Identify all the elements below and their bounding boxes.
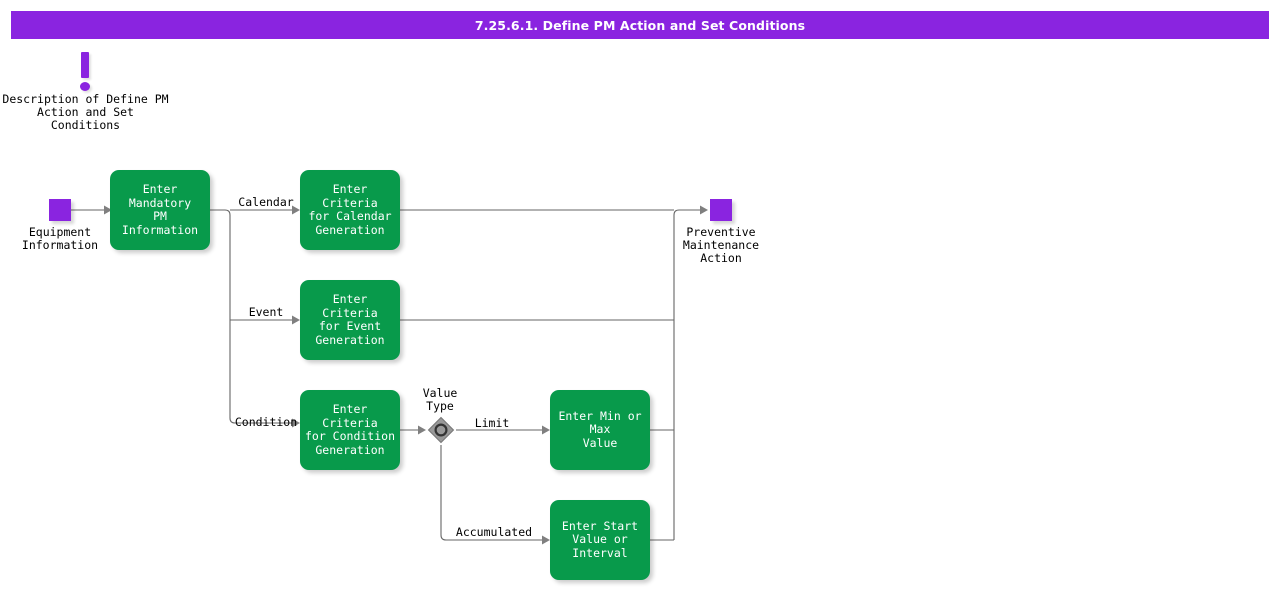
- arrowhead-condition-to-gateway: [418, 425, 426, 435]
- exclamation-icon: [81, 52, 89, 78]
- process-enter-criteria-for-calendar-generation-label: Enter Criteria for Calendar Generation: [308, 182, 392, 237]
- exclamation-dot-icon: [80, 82, 90, 91]
- process-enter-criteria-for-event-generation-label: Enter Criteria for Event Generation: [315, 292, 385, 347]
- arrowhead-gateway-limit: [542, 425, 550, 435]
- arrowhead-branch-event: [292, 315, 300, 325]
- edge-label-event: Event: [248, 305, 284, 319]
- process-enter-mandatory-pm-information[interactable]: Enter Mandatory PM Information: [110, 170, 210, 250]
- edge-mandatory-trunk: [210, 209, 231, 418]
- title-bar: 7.25.6.1. Define PM Action and Set Condi…: [11, 11, 1269, 39]
- terminal-equipment-information-label: Equipment Information: [21, 225, 99, 252]
- process-enter-criteria-for-condition-generation[interactable]: Enter Criteria for Condition Generation: [300, 390, 400, 470]
- process-enter-start-value-or-interval-label: Enter Start Value or Interval: [561, 518, 639, 560]
- edge-label-condition: Condition: [234, 415, 298, 429]
- gateway-value-type-label: Value Type: [422, 386, 458, 413]
- process-enter-mandatory-pm-information-label: Enter Mandatory PM Information: [121, 182, 199, 237]
- process-enter-min-or-max-value[interactable]: Enter Min or Max Value: [550, 390, 650, 470]
- edge-label-limit: Limit: [474, 416, 510, 430]
- arrowhead-gateway-accumulated: [542, 535, 550, 545]
- terminal-preventive-maintenance-action-label: Preventive Maintenance Action: [682, 225, 760, 265]
- process-enter-criteria-for-event-generation[interactable]: Enter Criteria for Event Generation: [300, 280, 400, 360]
- edge-label-accumulated: Accumulated: [455, 525, 533, 539]
- process-enter-criteria-for-condition-generation-label: Enter Criteria for Condition Generation: [304, 402, 395, 457]
- process-enter-criteria-for-calendar-generation[interactable]: Enter Criteria for Calendar Generation: [300, 170, 400, 250]
- note-label: Description of Define PM Action and Set …: [2, 92, 169, 132]
- title-bar-text: 7.25.6.1. Define PM Action and Set Condi…: [474, 17, 806, 33]
- process-enter-start-value-or-interval[interactable]: Enter Start Value or Interval: [550, 500, 650, 580]
- terminal-preventive-maintenance-action[interactable]: [710, 199, 732, 221]
- gateway-inclusive-or-ring: [434, 423, 448, 437]
- arrowhead-merge-to-pm-action: [700, 205, 708, 215]
- terminal-equipment-information[interactable]: [49, 199, 71, 221]
- process-enter-min-or-max-value-label: Enter Min or Max Value: [558, 408, 642, 450]
- edge-label-calendar: Calendar: [238, 195, 294, 209]
- gateway-value-type-icon[interactable]: [427, 416, 455, 444]
